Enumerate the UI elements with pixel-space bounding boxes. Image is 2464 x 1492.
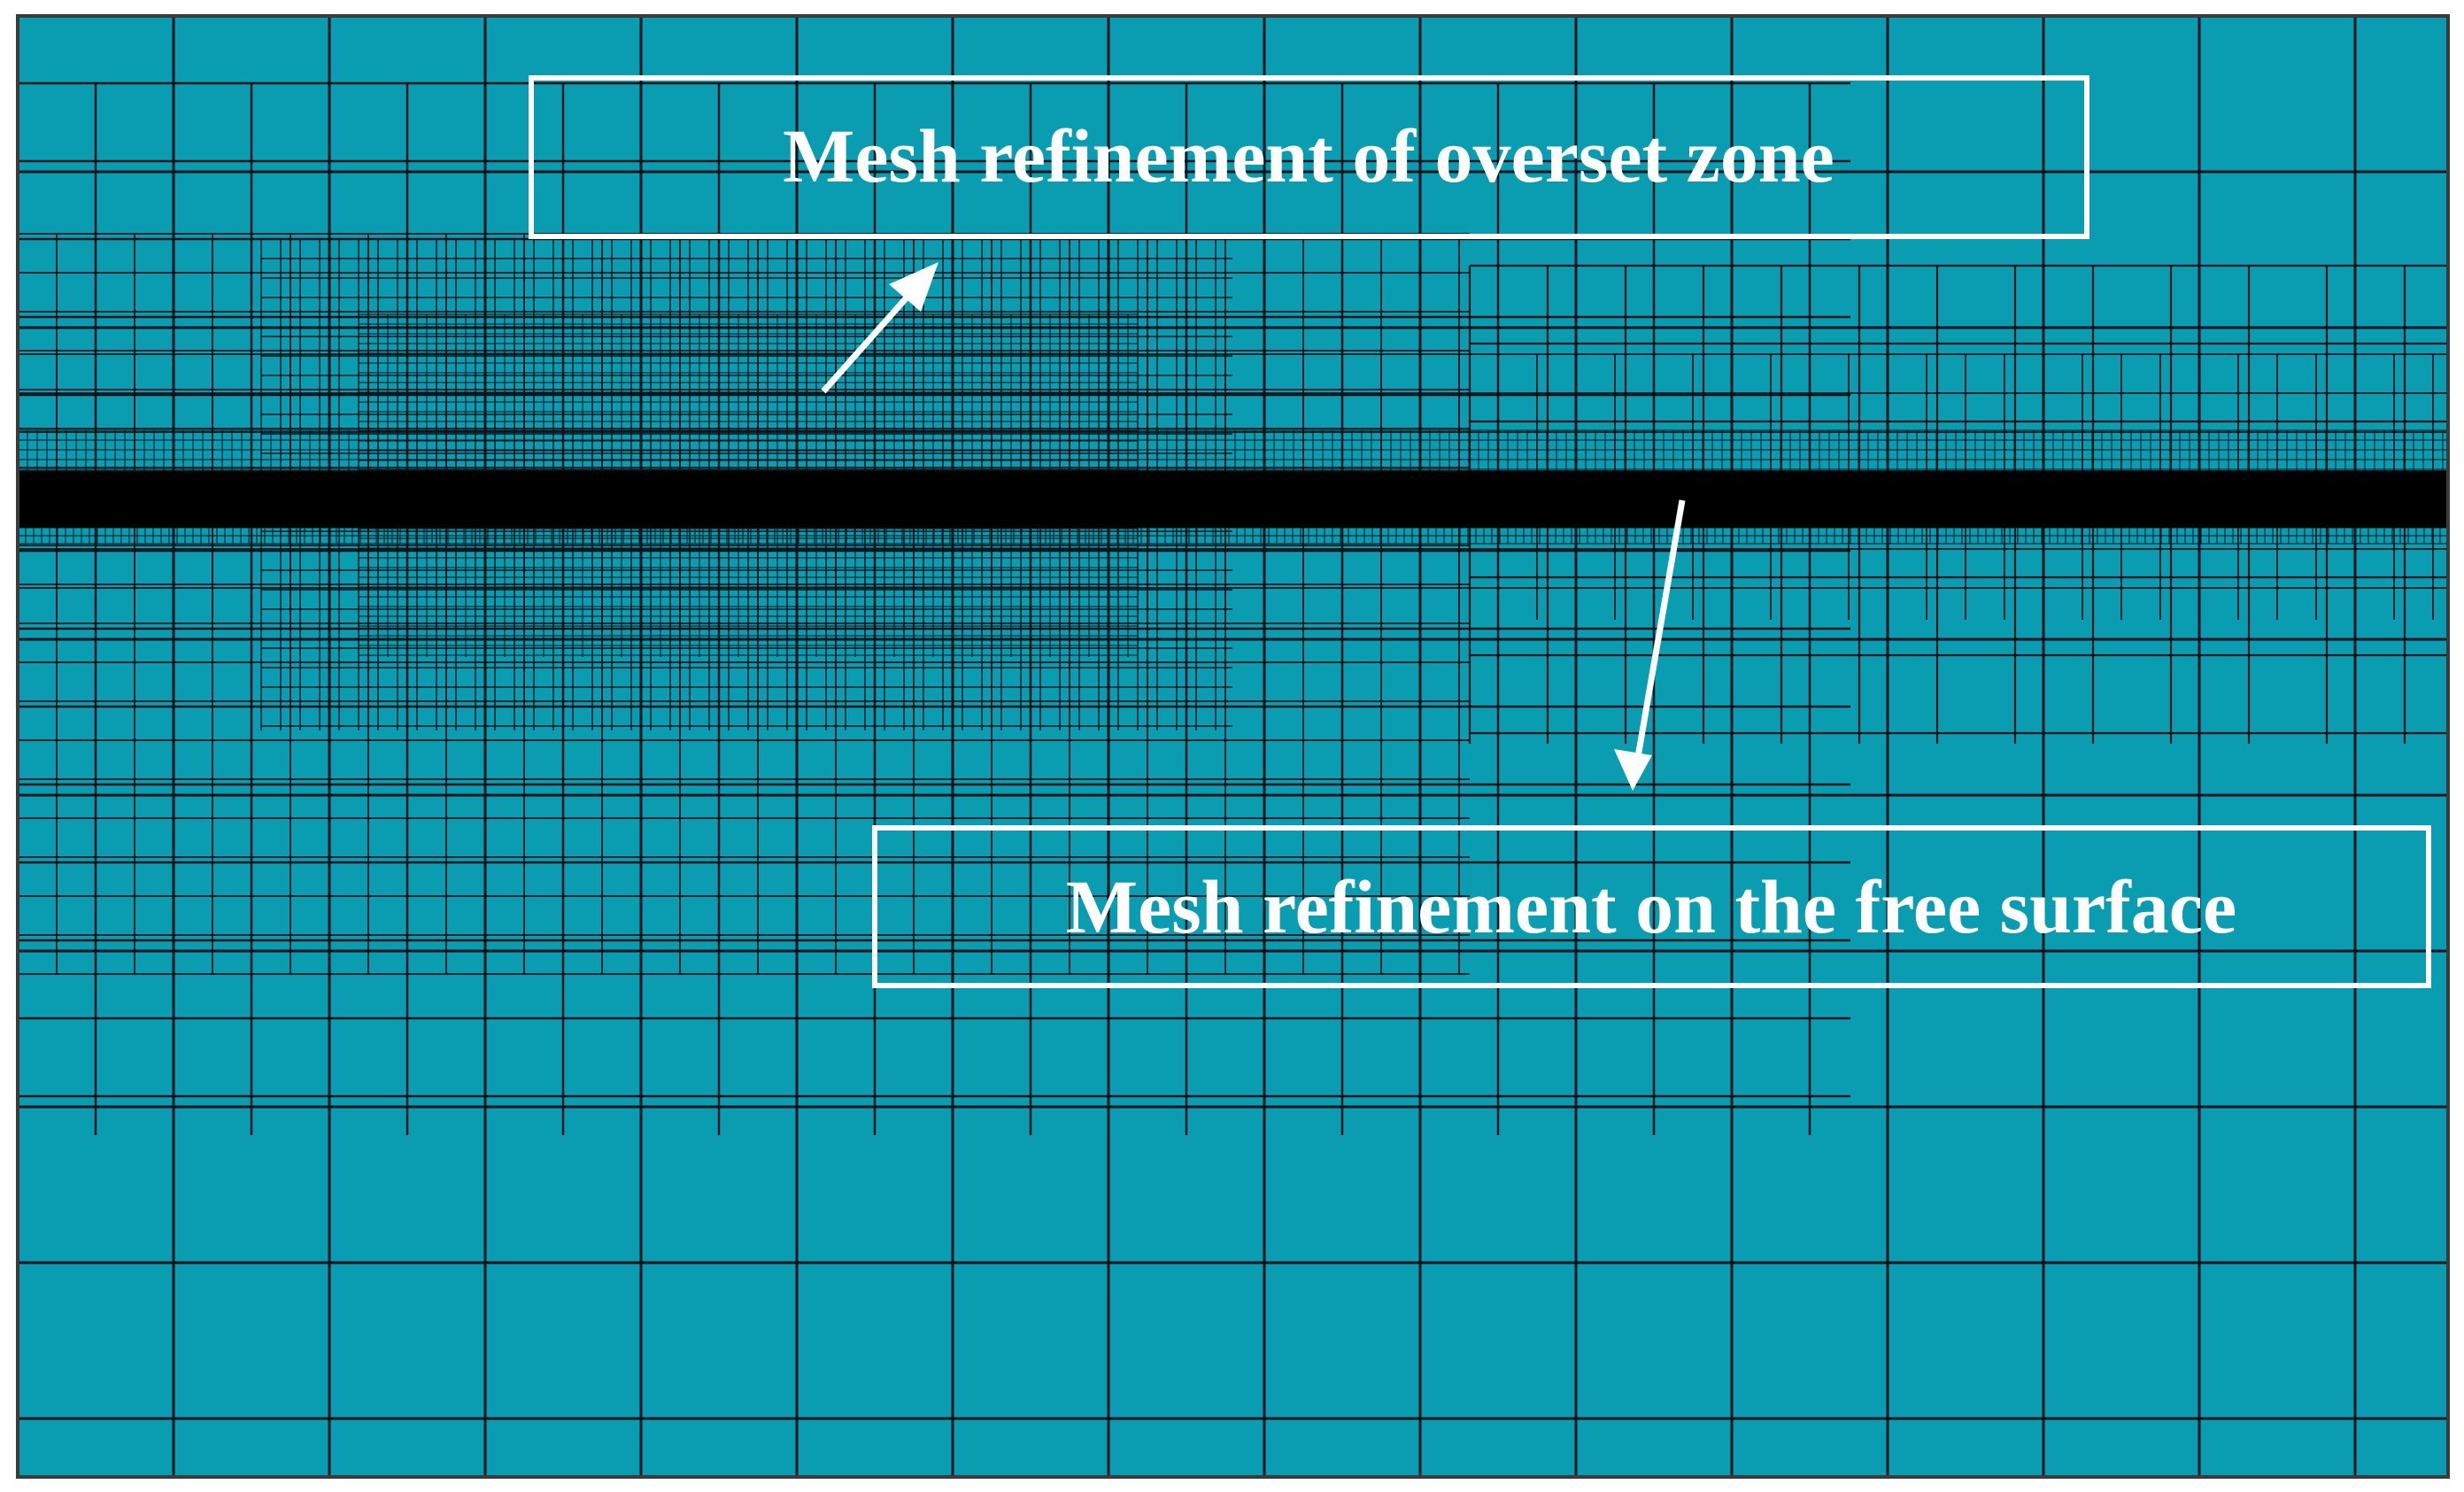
free-surface-callout: Mesh refinement on the free surface (872, 499, 2431, 988)
free-surface-band (18, 471, 2448, 528)
overset-callout-box (529, 75, 2089, 239)
overset-callout: Mesh refinement of overset zone (529, 75, 2089, 394)
outer-border (16, 14, 2450, 1479)
overset-callout-label: Mesh refinement of overset zone (783, 113, 1834, 198)
overset-arrow (821, 262, 938, 394)
free-surface-arrow (1614, 499, 1686, 791)
free-surface-callout-label: Mesh refinement on the free surface (1066, 864, 2236, 949)
free-surface-callout-box (872, 825, 2431, 988)
